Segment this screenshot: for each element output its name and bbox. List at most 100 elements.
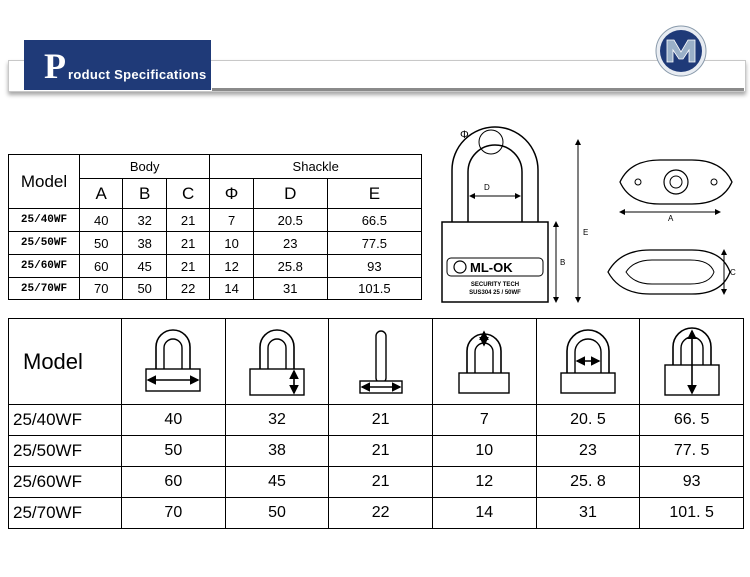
column-header-d: D	[252, 178, 328, 209]
brand-text: ML-OK	[470, 260, 513, 275]
cell-value: 60	[78, 254, 124, 278]
cell-value: 45	[224, 466, 330, 498]
shackle-diameter-marker	[478, 129, 504, 155]
padlock-dimension-diagram: Φ D ML-OK SECURITY TECH SUS304 25 / 50WF…	[441, 126, 736, 303]
shackle-hole-right	[710, 178, 718, 186]
cell-value: 70	[121, 497, 226, 529]
shackle-outline	[451, 126, 539, 222]
label-b: B	[560, 258, 565, 267]
section-title-tab: P roduct Specifications	[24, 40, 211, 90]
cell-value: 101.5	[326, 277, 423, 300]
cell-value: 50	[78, 231, 124, 255]
cell-value: 50	[121, 435, 226, 467]
cell-value: 50	[122, 277, 167, 300]
cell-value: 66.5	[326, 208, 423, 232]
cell-value: 21	[328, 404, 433, 436]
body-text-line1: SECURITY TECH	[471, 282, 519, 288]
column-header-b	[224, 318, 330, 405]
cell-value: 10	[431, 435, 537, 467]
cell-value: 60	[121, 466, 226, 498]
cell-value: 93	[639, 466, 744, 498]
table-row: 25/70WF 70 50 22 14 31 101. 5	[8, 497, 744, 529]
column-header-a	[121, 318, 226, 405]
cell-value: 25. 8	[535, 466, 641, 498]
row-model: 25/40WF	[8, 404, 122, 436]
cell-value: 93	[326, 254, 423, 278]
label-a: A	[668, 214, 674, 223]
table-row: 25/50WF 50 38 21 10 23 77.5	[8, 231, 423, 255]
column-header-c: C	[165, 178, 211, 209]
table-row: 25/40WF 40 32 21 7 20. 5 66. 5	[8, 404, 744, 436]
cell-value: 31	[535, 497, 641, 529]
label-c: C	[730, 268, 736, 277]
cell-value: 21	[165, 208, 211, 232]
row-model: 25/60WF	[8, 466, 122, 498]
brand-mark-icon	[453, 260, 467, 274]
cell-value: 38	[122, 231, 167, 255]
body-group-header: Body	[78, 154, 211, 179]
cell-value: 22	[165, 277, 211, 300]
row-model: 25/70WF	[8, 497, 122, 529]
cell-value: 21	[328, 466, 433, 498]
label-d: D	[484, 183, 490, 192]
body-width-a-icon	[145, 328, 202, 392]
column-header-e	[639, 318, 744, 405]
phi-label: Φ	[460, 129, 469, 141]
cell-value: 38	[224, 435, 330, 467]
overall-height-e-icon	[663, 326, 720, 396]
body-thickness-c-icon	[358, 329, 403, 394]
cell-value: 32	[224, 404, 330, 436]
label-e: E	[583, 228, 588, 237]
cell-value: 23	[535, 435, 641, 467]
keyhole-inner	[669, 175, 683, 189]
cell-value: 22	[328, 497, 433, 529]
side-view-slot	[625, 259, 715, 285]
column-header-phi: Φ	[209, 178, 254, 209]
cell-value: 45	[122, 254, 167, 278]
spec-table-large: Model	[8, 318, 744, 529]
cell-value: 40	[78, 208, 124, 232]
table-row: 25/50WF 50 38 21 10 23 77. 5	[8, 435, 744, 467]
cell-value: 7	[431, 404, 537, 436]
column-header-d	[535, 318, 641, 405]
cell-value: 31	[252, 277, 328, 300]
shackle-inner-width-d-icon	[560, 328, 616, 394]
cell-value: 12	[431, 466, 537, 498]
cell-value: 14	[209, 277, 254, 300]
cell-value: 101. 5	[639, 497, 744, 529]
cell-value: 20.5	[252, 208, 328, 232]
cell-value: 10	[209, 231, 254, 255]
top-view-outline	[619, 159, 733, 205]
title-initial: P	[44, 46, 66, 86]
spec-table-small: Model Body Shackle A B C Φ D E 25/40WF 4…	[8, 154, 423, 300]
column-header-b: B	[122, 178, 167, 209]
cell-value: 23	[252, 231, 328, 255]
column-header-a: A	[78, 178, 124, 209]
title-text: roduct Specifications	[68, 67, 207, 82]
table-row: 25/70WF 70 50 22 14 31 101.5	[8, 277, 423, 300]
brand-logo-icon	[655, 25, 707, 77]
cell-value: 77. 5	[639, 435, 744, 467]
column-header-e: E	[326, 178, 423, 209]
cell-value: 21	[328, 435, 433, 467]
row-model: 25/60WF	[8, 254, 80, 278]
cell-value: 70	[78, 277, 124, 300]
brand-plate	[446, 257, 544, 277]
cell-value: 14	[431, 497, 537, 529]
shackle-group-header: Shackle	[209, 154, 422, 179]
cell-value: 7	[209, 208, 254, 232]
keyhole-outer	[663, 169, 689, 195]
row-model: 25/50WF	[8, 435, 122, 467]
cell-value: 77.5	[326, 231, 423, 255]
model-header: Model	[8, 154, 80, 209]
model-header: Model	[8, 318, 122, 405]
cell-value: 21	[165, 254, 211, 278]
row-model: 25/40WF	[8, 208, 80, 232]
cell-value: 25.8	[252, 254, 328, 278]
column-header-c	[328, 318, 433, 405]
row-model: 25/50WF	[8, 231, 80, 255]
table-row: 25/40WF 40 32 21 7 20.5 66.5	[8, 208, 423, 232]
cell-value: 21	[165, 231, 211, 255]
table-row: 25/60WF 60 45 21 12 25. 8 93	[8, 466, 744, 498]
column-header-phi	[431, 318, 537, 405]
